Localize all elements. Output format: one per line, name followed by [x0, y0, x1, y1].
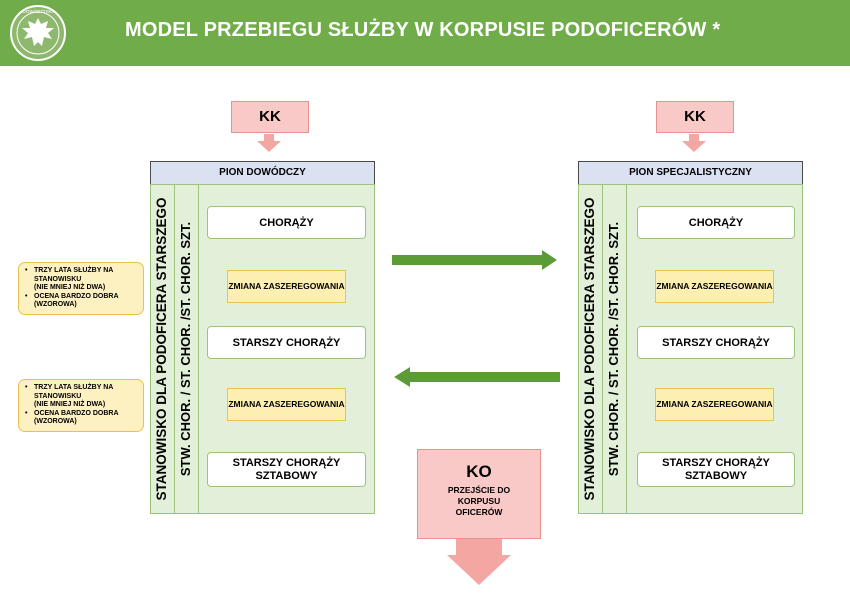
header-bar: DOWÓDZTWO MODEL PRZEBIEGU SŁUŻBY W KORPU…	[0, 0, 850, 66]
requirement-text: OCENA BARDZO DOBRA (WZOROWA)	[34, 409, 119, 426]
kk-left-arrow	[257, 134, 281, 152]
right-change-2: ZMIANA ZASZEREGOWANIA	[655, 388, 774, 421]
arrow-left	[394, 367, 560, 387]
pion-specjalistyczny-divider-2	[626, 184, 627, 514]
ko-box: KO PRZEJŚCIE DO KORPUSU OFICERÓW	[417, 449, 541, 539]
requirement-note: (NIE MNIEJ NIŻ DWA)	[34, 401, 106, 408]
ko-code: KO	[466, 462, 492, 481]
kk-right-arrow	[682, 134, 706, 152]
kk-left-box: KK	[231, 101, 309, 133]
requirements-box-2: TRZY LATA SŁUŻBY NA STANOWISKU(NIE MNIEJ…	[18, 379, 144, 432]
right-rank-starszy-chorazy-sztabowy: STARSZY CHORĄŻY SZTABOWY	[637, 452, 795, 487]
requirement-item: TRZY LATA SŁUŻBY NA STANOWISKU(NIE MNIEJ…	[25, 267, 139, 293]
requirements-box-1: TRZY LATA SŁUŻBY NA STANOWISKU(NIE MNIEJ…	[18, 262, 144, 315]
pion-dowodczy-divider-2	[198, 184, 199, 514]
left-rank-starszy-chorazy-sztabowy: STARSZY CHORĄŻY SZTABOWY	[207, 452, 366, 487]
pion-dowodczy-title: PION DOWÓDCZY	[150, 161, 375, 185]
kk-right-box: KK	[656, 101, 734, 133]
left-rank-starszy-chorazy: STARSZY CHORĄŻY	[207, 326, 366, 359]
logo-text: DOWÓDZTWO	[23, 8, 54, 14]
left-vertical-position-label: STANOWISKO DLA PODOFICERA STARSZEGO	[154, 197, 169, 501]
pion-specjalistyczny-divider-1	[602, 184, 603, 514]
right-rank-starszy-chorazy: STARSZY CHORĄŻY	[637, 326, 795, 359]
polish-eagle-emblem-icon: DOWÓDZTWO	[10, 5, 66, 61]
pion-dowodczy-divider-1	[174, 184, 175, 514]
requirement-item: TRZY LATA SŁUŻBY NA STANOWISKU(NIE MNIEJ…	[25, 384, 139, 410]
requirement-text: OCENA BARDZO DOBRA (WZOROWA)	[34, 292, 119, 309]
right-vertical-position-label: STANOWISKO DLA PODOFICERA STARSZEGO	[582, 197, 597, 501]
left-rank-chorazy: CHORĄŻY	[207, 206, 366, 239]
left-change-2: ZMIANA ZASZEREGOWANIA	[227, 388, 346, 421]
left-change-1: ZMIANA ZASZEREGOWANIA	[227, 270, 346, 303]
ko-down-arrow	[447, 539, 511, 585]
ko-description: PRZEJŚCIE DO KORPUSU OFICERÓW	[447, 485, 511, 517]
arrow-right	[392, 250, 557, 270]
page-title: MODEL PRZEBIEGU SŁUŻBY W KORPUSIE PODOFI…	[125, 19, 721, 41]
pion-specjalistyczny-title: PION SPECJALISTYCZNY	[578, 161, 803, 185]
requirement-text: TRZY LATA SŁUŻBY NA STANOWISKU	[34, 267, 114, 283]
requirement-item: OCENA BARDZO DOBRA (WZOROWA)	[25, 293, 139, 310]
left-vertical-rank-label: STW. CHOR. / ST. CHOR. /ST. CHOR. SZT.	[178, 221, 193, 477]
right-vertical-rank-label: STW. CHOR. / ST. CHOR. /ST. CHOR. SZT.	[606, 221, 621, 477]
right-rank-chorazy: CHORĄŻY	[637, 206, 795, 239]
requirement-text: TRZY LATA SŁUŻBY NA STANOWISKU	[34, 384, 114, 400]
requirement-note: (NIE MNIEJ NIŻ DWA)	[34, 284, 106, 291]
requirement-item: OCENA BARDZO DOBRA (WZOROWA)	[25, 410, 139, 427]
right-change-1: ZMIANA ZASZEREGOWANIA	[655, 270, 774, 303]
